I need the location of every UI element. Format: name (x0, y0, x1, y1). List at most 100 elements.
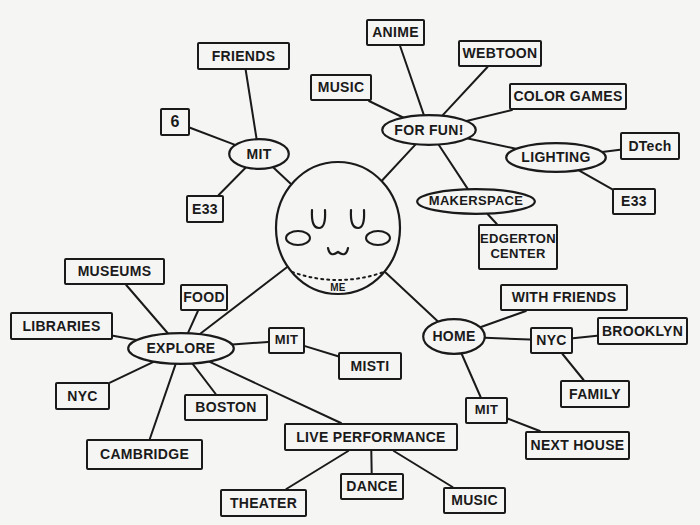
branch-oval: MIT (228, 138, 290, 170)
topic-box: LIVE PERFORMANCE (284, 423, 458, 451)
node-text: WEBTOON (461, 45, 540, 61)
connector-line (110, 362, 154, 383)
topic-box: BOSTON (184, 394, 268, 421)
node-text: E33 (190, 201, 220, 217)
node-text: BOSTON (193, 399, 258, 415)
topic-box: EDGERTON CENTER (478, 224, 558, 270)
connector-line (305, 346, 338, 356)
topic-box: COLOR GAMES (509, 83, 627, 110)
node-text: MUSIC (316, 79, 367, 95)
topic-box: 6 (160, 108, 190, 136)
center-face: ME (274, 160, 402, 296)
node-text: MUSIC (449, 492, 500, 508)
branch-oval: FOR FUN! (381, 114, 477, 146)
topic-box: FRIENDS (197, 42, 290, 70)
connector-line (232, 342, 268, 345)
topic-box: MISTI (338, 352, 402, 380)
node-text: FOOD (181, 289, 227, 305)
node-text: DTech (626, 138, 673, 154)
node-text: 6 (168, 113, 181, 131)
connector-line (219, 168, 246, 196)
branch-oval: EXPLORE (127, 332, 235, 365)
node-text: FRIENDS (210, 48, 278, 64)
connector-line (485, 338, 530, 340)
connector-line (126, 285, 168, 334)
connector-line (563, 354, 584, 380)
node-text: ME (274, 282, 402, 294)
node-text: EDGERTON CENTER (478, 232, 558, 262)
connector-line (480, 311, 526, 327)
topic-box: NEXT HOUSE (525, 431, 630, 460)
node-text: MISTI (349, 358, 392, 374)
node-text: LIBRARIES (20, 318, 102, 334)
topic-box: WITH FRIENDS (500, 284, 628, 311)
connector-line (246, 70, 257, 139)
connector-line (462, 354, 481, 398)
connector-line (188, 311, 198, 333)
topic-box: E33 (186, 195, 224, 223)
node-text: MIT (473, 403, 500, 418)
topic-box: NYC (55, 382, 110, 410)
node-text: LIGHTING (519, 149, 592, 165)
node-text: MIT (244, 146, 273, 162)
branch-oval: LIGHTING (505, 142, 607, 173)
node-text: THEATER (228, 495, 299, 511)
connector-line (439, 145, 468, 189)
node-text: HOME (430, 328, 477, 344)
connector-line (467, 110, 513, 121)
connector-line (573, 336, 597, 339)
topic-box: DANCE (340, 473, 404, 500)
node-text: NYC (65, 388, 99, 404)
topic-box: MUSEUMS (64, 258, 165, 285)
connector-line (113, 336, 136, 340)
connector-line (382, 144, 415, 180)
topic-box: MUSIC (443, 487, 506, 514)
node-text: ANIME (370, 24, 421, 40)
connector-line (602, 150, 620, 152)
connector-line (579, 170, 612, 189)
connector-line (150, 364, 176, 439)
node-text: NEXT HOUSE (528, 437, 626, 453)
connector-line (370, 451, 372, 473)
node-text: FAMILY (567, 386, 623, 402)
topic-box: NYC (530, 327, 573, 354)
connector-line (369, 101, 403, 118)
topic-box: CAMBRIDGE (86, 439, 203, 470)
topic-box: BROOKLYN (597, 317, 688, 345)
node-text: COLOR GAMES (511, 88, 624, 104)
node-text: E33 (619, 193, 649, 209)
connector-line (193, 364, 216, 394)
branch-oval: MAKERSPACE (416, 188, 536, 215)
connector-line (273, 167, 291, 184)
node-text: BROOKLYN (600, 323, 685, 339)
node-text: FOR FUN! (392, 122, 465, 138)
topic-box: LIBRARIES (10, 312, 113, 340)
topic-box: MUSIC (310, 74, 372, 101)
connector-line (286, 451, 348, 489)
connector-line (442, 67, 487, 116)
branch-oval: HOME (422, 318, 486, 355)
connector-line (487, 214, 497, 224)
connector-line (468, 138, 516, 148)
topic-box: FAMILY (560, 380, 630, 408)
node-text: CAMBRIDGE (98, 446, 191, 462)
topic-box: ANIME (366, 19, 425, 46)
topic-box: DTech (620, 132, 680, 160)
node-text: MAKERSPACE (427, 194, 526, 209)
topic-box: MIT (465, 397, 508, 424)
connector-line (508, 419, 540, 431)
node-text: NYC (534, 332, 568, 348)
node-text: EXPLORE (144, 340, 217, 356)
connector-line (400, 46, 424, 115)
topic-box: MIT (268, 327, 305, 354)
node-text: DANCE (344, 478, 399, 494)
face-illustration (274, 160, 402, 296)
node-text: MIT (273, 333, 300, 348)
topic-box: WEBTOON (458, 40, 542, 67)
topic-box: E33 (612, 188, 656, 215)
node-text: WITH FRIENDS (510, 289, 619, 305)
topic-box: THEATER (220, 489, 307, 517)
topic-box: FOOD (180, 284, 228, 311)
connector-line (190, 128, 235, 145)
